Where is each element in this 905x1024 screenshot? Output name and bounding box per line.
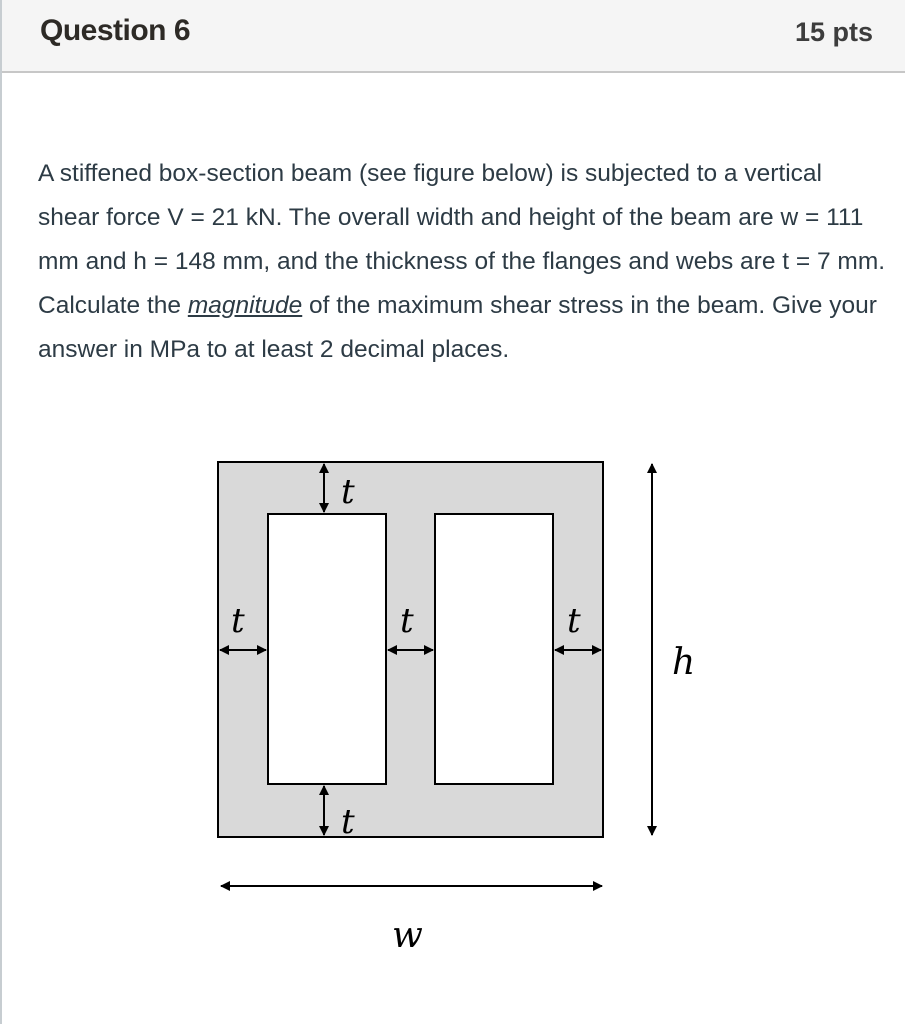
question-header: Question 6 15 pts	[2, 0, 905, 73]
middle-web-t-label: t	[400, 601, 414, 641]
bottom-flange-t-label: t	[341, 802, 355, 842]
question-title: Question 6	[40, 14, 191, 47]
right-web-t-label: t	[567, 601, 581, 641]
question-points: 15 pts	[794, 17, 873, 47]
height-label: h	[672, 642, 695, 683]
question-text-part2: of the maximum shear stress in the beam.…	[38, 292, 877, 363]
question-text-part1: A stiffened box-section beam (see figure…	[38, 160, 886, 319]
question-text-emphasis: magnitude	[187, 292, 303, 319]
left-web-t-label: t	[231, 601, 245, 641]
right-cell	[434, 513, 554, 785]
top-flange-t-label: t	[341, 472, 355, 512]
left-cell	[267, 513, 387, 785]
question-text: A stiffened box-section beam (see figure…	[38, 152, 888, 372]
width-label: w	[392, 915, 423, 956]
